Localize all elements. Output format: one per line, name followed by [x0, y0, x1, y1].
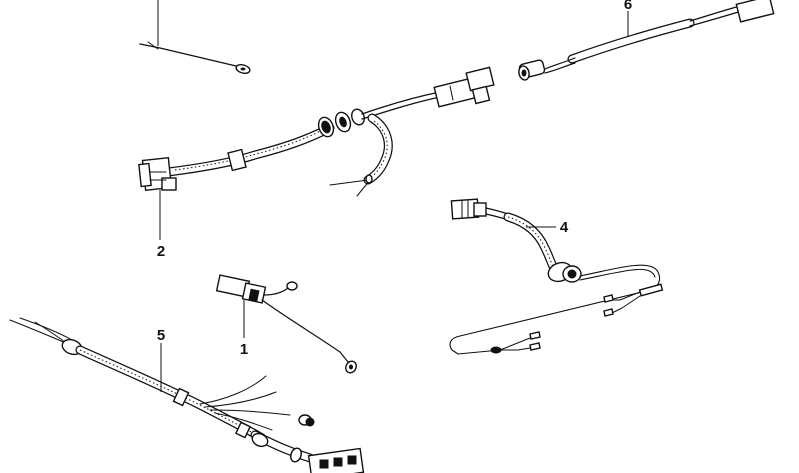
harness-part-5	[9, 317, 365, 473]
harness-part-1	[215, 274, 357, 374]
callout-number-4: 4	[560, 219, 569, 236]
ground-strap	[139, 0, 251, 74]
harness-part-6	[518, 0, 775, 81]
callout-number-6: 6	[624, 0, 632, 13]
callout-number-1: 1	[240, 341, 248, 358]
callout-number-2: 2	[157, 243, 165, 260]
harness-part-2	[138, 66, 495, 240]
callout-number-5: 5	[157, 327, 165, 344]
harness-part-4	[449, 198, 664, 355]
